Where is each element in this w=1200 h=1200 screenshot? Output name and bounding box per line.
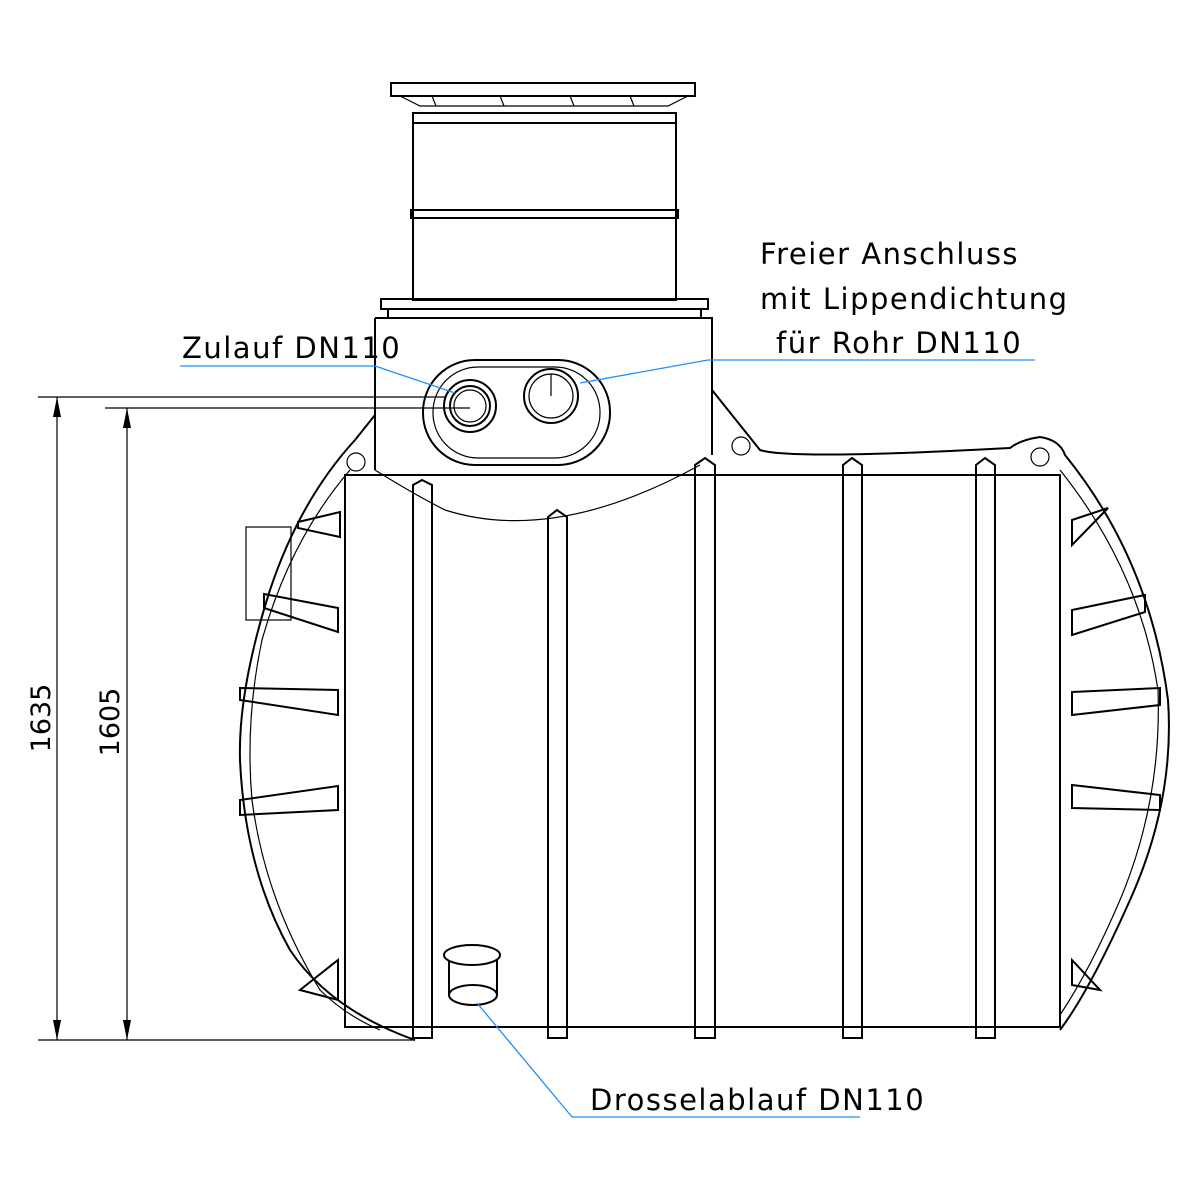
throttle-outlet-label: Drosselablauf DN110 [590,1083,925,1117]
tank-body [238,389,1170,1041]
flange [380,298,709,319]
free-port-label-line3: für Rohr DN110 [776,326,1022,360]
vertical-ribs [412,456,996,1039]
free-port-label-line1: Freier Anschluss [760,237,1019,271]
dimension-1635: 1635 [26,684,57,753]
dimension-lines [38,396,470,1041]
free-port [523,368,579,424]
inlet-port [443,379,497,433]
dimension-1605: 1605 [95,688,126,757]
inlet-label: Zulauf DN110 [182,331,401,365]
free-port-label-line2: mit Lippendichtung [760,282,1068,316]
leader-lines [180,359,1035,1118]
throttle-outlet-pipe [443,944,501,1006]
lid [390,82,696,124]
side-ribs [239,507,1161,1002]
tank-neck [374,317,713,522]
riser [410,122,679,301]
